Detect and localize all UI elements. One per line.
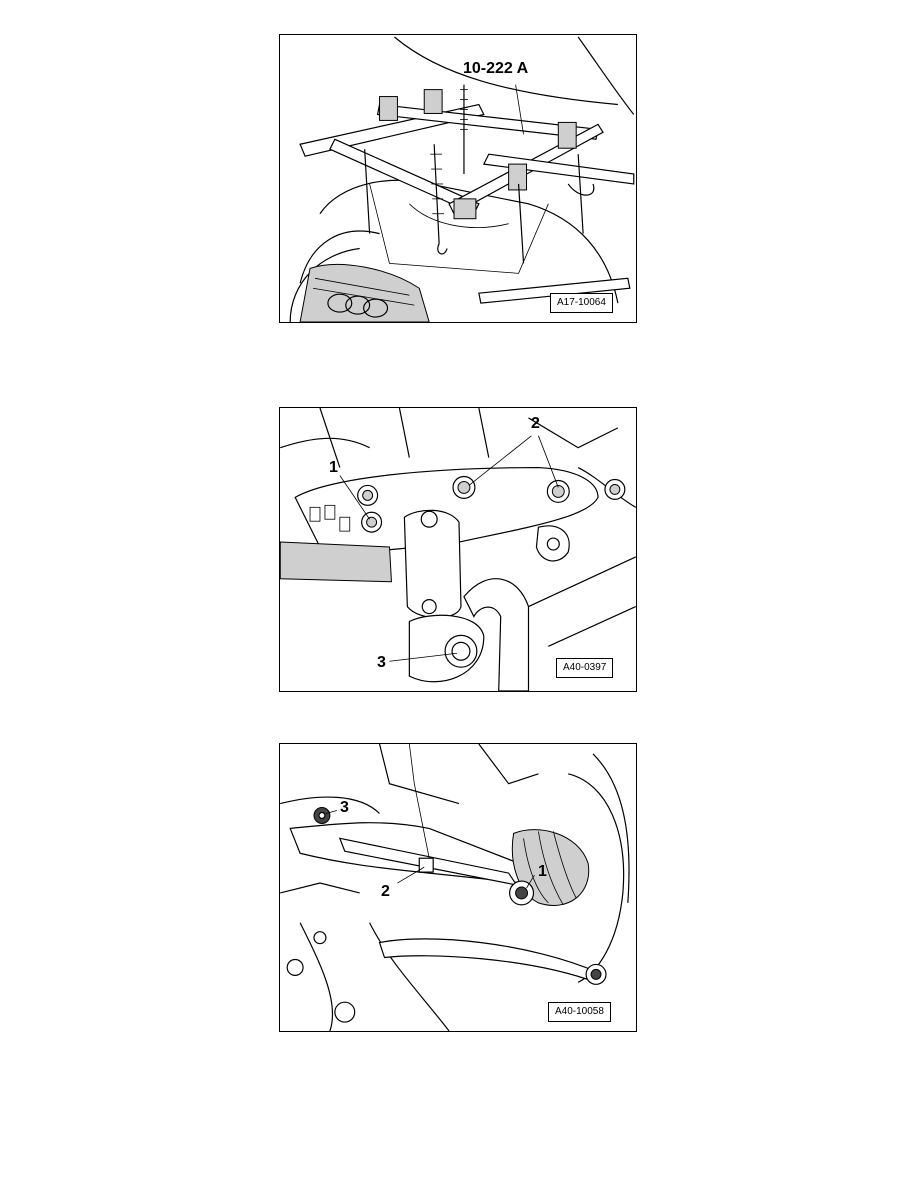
callout-2: 2 [531,415,540,432]
callout-3: 3 [340,799,349,816]
engine-support-bridge-illustration [289,36,635,322]
figure-engine-mount-bolts: 1 2 3 A40-0397 [279,407,637,692]
figure-wishbone-bolts: 3 2 1 A40-10058 [279,743,637,1032]
figure-reference-code: A40-0397 [556,658,614,678]
engine-mount-illustration [280,408,636,691]
callout-1: 1 [329,459,338,476]
figure-engine-support-bridge: 10-222 A A17-10064 [279,34,637,323]
figure-reference-code: A17-10064 [550,293,613,313]
callout-10-222-a: 10-222 A [463,60,529,77]
callout-1: 1 [538,863,547,880]
callout-3: 3 [377,654,386,671]
figure-reference-code: A40-10058 [548,1002,611,1022]
wishbone-illustration [280,744,630,1031]
callout-2: 2 [381,883,390,900]
